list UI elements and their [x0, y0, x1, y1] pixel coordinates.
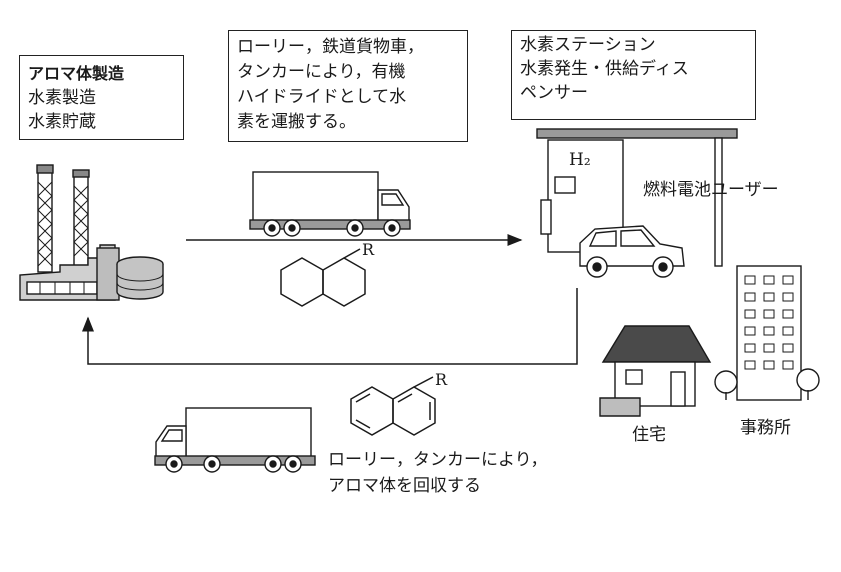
- truck-bottom: [154, 407, 316, 473]
- molecule-top-r-label: R: [362, 240, 375, 259]
- hydrogenated-molecule: [280, 248, 366, 307]
- factory-tower-left: [36, 164, 54, 273]
- h2-sign: H₂: [569, 150, 591, 170]
- station-info-box: 水素ステーション 水素発生・供給ディス ペンサー: [511, 30, 756, 120]
- truck-top: [249, 171, 411, 237]
- factory-title: アロマ体製造: [28, 64, 125, 83]
- fuel-cell-user-label: 燃料電池ユーザー: [643, 180, 779, 200]
- molecule-bottom-r-label: R: [435, 370, 448, 389]
- transport-line-4: 素を運搬する。: [237, 112, 356, 132]
- station-line-2: 水素発生・供給ディス: [520, 59, 689, 79]
- transport-line-2: タンカーにより，有機: [237, 62, 406, 82]
- office-building: [714, 265, 820, 401]
- transport-line-3: ハイドライドとして水: [237, 87, 407, 107]
- house-illustration: [599, 325, 712, 417]
- transport-info-box: ローリー，鉄道貨物車， タンカーにより，有機 ハイドライドとして水 素を運搬する…: [228, 30, 468, 142]
- house-label: 住宅: [632, 425, 666, 445]
- return-caption-line-2: アロマ体を回収する: [328, 476, 481, 496]
- station-line-3: ペンサー: [520, 83, 588, 103]
- aromatic-molecule: [350, 376, 436, 436]
- factory-illustration: [19, 164, 164, 301]
- factory-info-box: アロマ体製造 水素製造 水素貯蔵: [19, 55, 184, 140]
- factory-line-hydrogen-production: 水素製造: [28, 88, 96, 108]
- factory-tower-right: [72, 169, 90, 273]
- office-label: 事務所: [740, 418, 791, 438]
- factory-line-hydrogen-storage: 水素貯蔵: [28, 112, 96, 132]
- transport-line-1: ローリー，鉄道貨物車，: [237, 37, 424, 57]
- return-caption-line-1: ローリー，タンカーにより，: [328, 450, 548, 470]
- fuel-cell-car: [579, 225, 685, 278]
- return-transport-arrow: [82, 288, 578, 365]
- station-line-1: 水素ステーション: [520, 35, 656, 55]
